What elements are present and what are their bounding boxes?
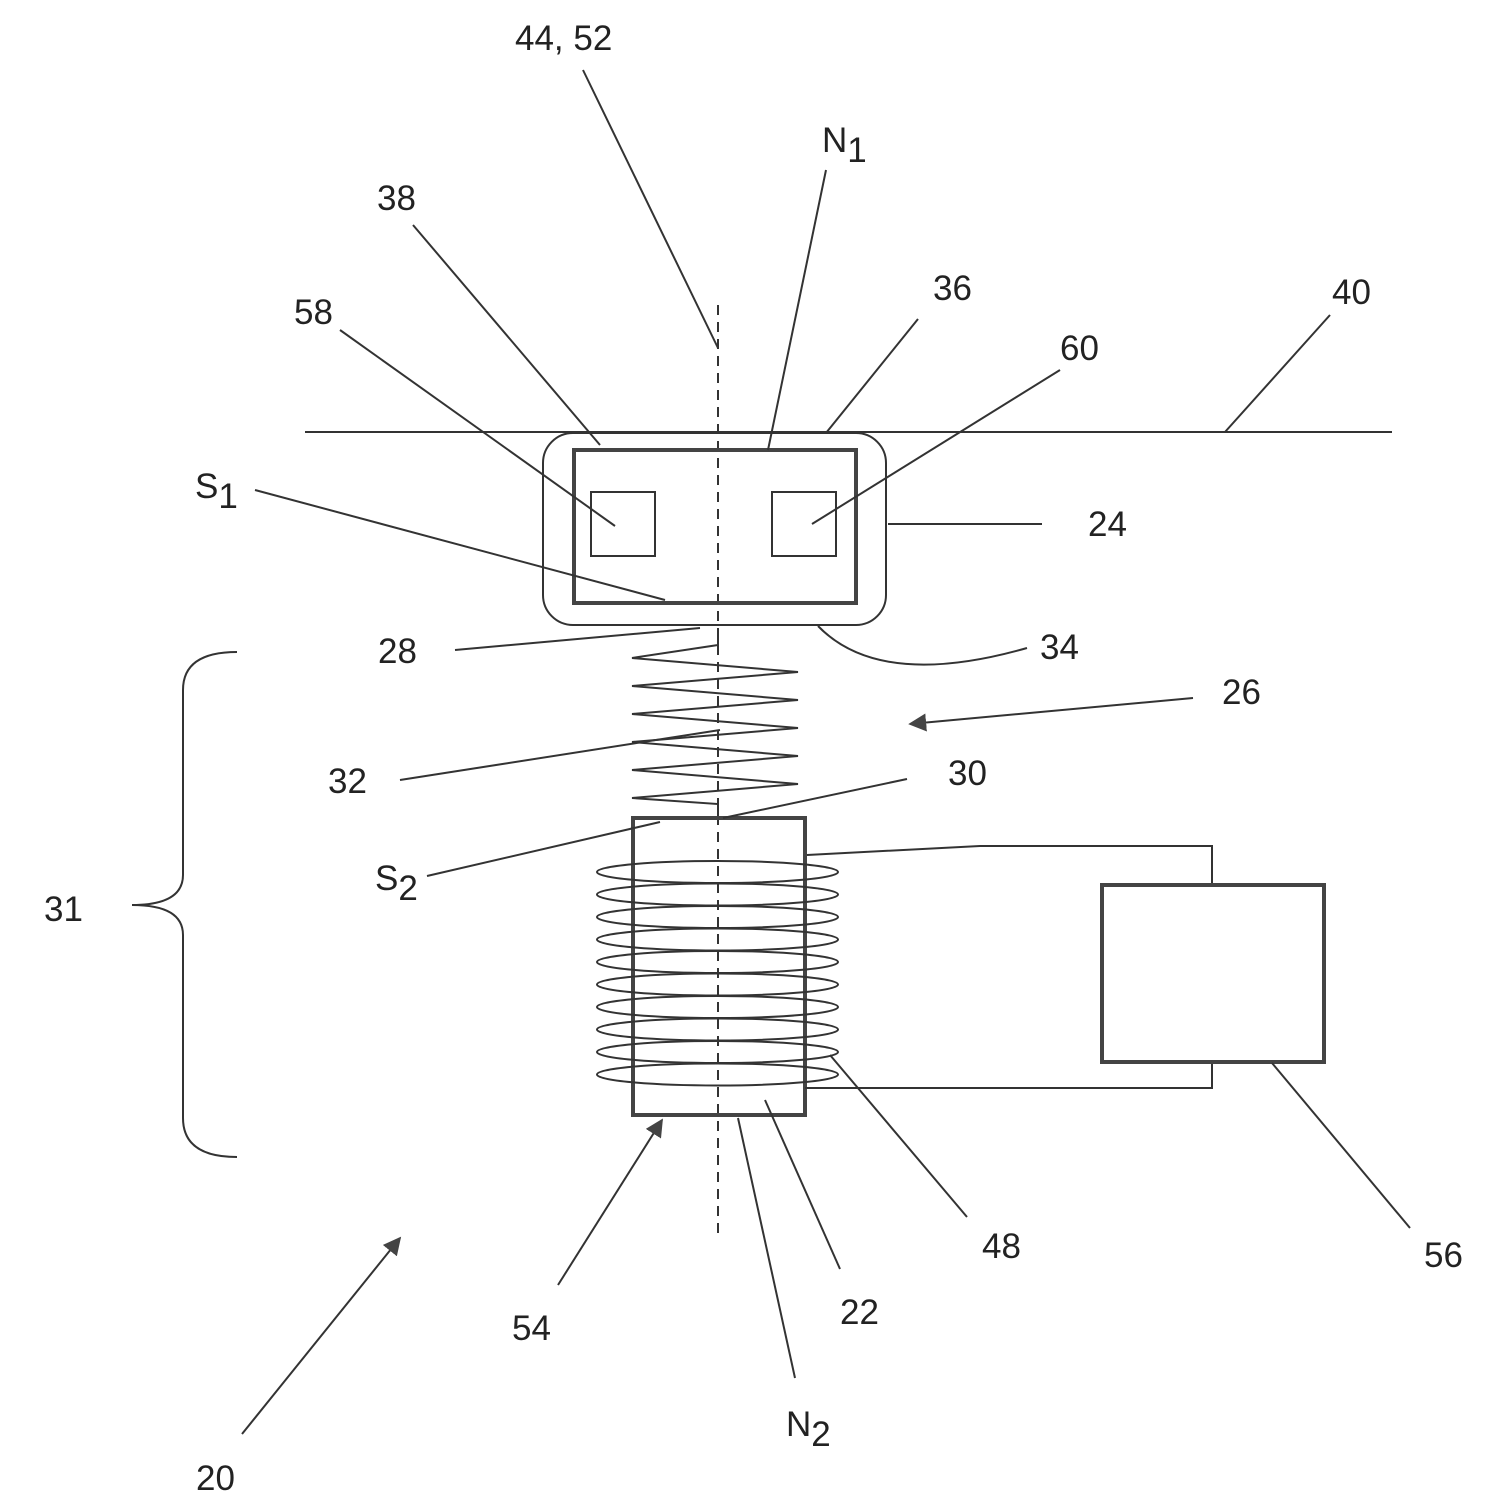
leader-36 [826,319,918,433]
label-54: 54 [512,1309,551,1348]
leader-n2 [738,1118,795,1378]
label-28: 28 [378,632,417,671]
control-box [1102,885,1324,1062]
leader-48 [830,1055,967,1217]
leader-60 [812,370,1060,524]
label-n1-sub: 1 [847,131,866,170]
label-40: 40 [1332,273,1371,312]
label-s2: S2 [375,859,418,908]
arrow-26 [910,698,1193,724]
label-26: 26 [1222,673,1261,712]
outer-housing [543,433,886,625]
label-n2-main: N [786,1405,811,1444]
leader-28 [455,628,700,650]
label-24: 24 [1088,505,1127,544]
leader-22 [765,1100,840,1269]
label-n2-sub: 2 [811,1415,830,1454]
leader-40 [1225,315,1330,432]
leader-34 [818,626,1027,665]
inner-body [574,450,856,603]
label-38: 38 [377,179,416,218]
coil-lead-top [807,846,1212,885]
label-48: 48 [982,1227,1021,1266]
label-22: 22 [840,1293,879,1332]
labels: 44, 52 N1 38 36 40 58 60 S1 24 28 34 26 … [44,19,1463,1498]
brace [132,652,237,1157]
leader-s1 [255,490,665,600]
arrow-54 [558,1120,662,1285]
label-31: 31 [44,890,83,929]
label-32: 32 [328,762,367,801]
label-s1-main: S [195,467,218,506]
sensor-58 [591,492,655,556]
leader-lines [242,70,1410,1434]
leader-s2 [427,822,660,876]
leader-38 [413,225,600,445]
label-36: 36 [933,269,972,308]
label-34: 34 [1040,628,1079,667]
leader-58 [340,330,615,526]
label-n1: N1 [822,121,867,170]
coil-lead-bottom [805,1062,1212,1088]
leader-44-52 [583,70,718,348]
label-s1: S1 [195,467,238,516]
spring [632,628,798,820]
label-30: 30 [948,754,987,793]
sensor-60 [772,492,836,556]
leader-56 [1272,1063,1410,1228]
leader-30 [723,779,907,818]
label-44-52: 44, 52 [515,19,612,58]
label-60: 60 [1060,329,1099,368]
label-58: 58 [294,293,333,332]
label-n1-main: N [822,121,847,160]
leader-n1 [768,170,826,450]
arrow-20 [242,1238,400,1434]
label-s2-main: S [375,859,398,898]
label-n2: N2 [786,1405,831,1454]
label-s1-sub: 1 [218,477,237,516]
label-20: 20 [196,1459,235,1498]
label-s2-sub: 2 [398,869,417,908]
label-56: 56 [1424,1236,1463,1275]
